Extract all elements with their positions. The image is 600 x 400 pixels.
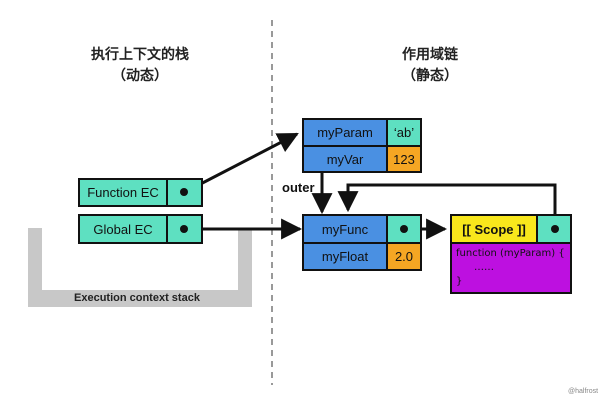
stack-label: Execution context stack [74, 292, 200, 304]
code-line-1: function (myParam) { [456, 248, 565, 259]
global-ec-pointer-dot [180, 225, 188, 233]
function-code-box [450, 242, 572, 294]
var-name-myvar: myVar [302, 145, 388, 173]
global-ec-label: Global EC [78, 214, 168, 244]
var-name-myfunc: myFunc [302, 214, 388, 244]
function-ec-pointer-dot [180, 188, 188, 196]
code-line-3: } [456, 276, 463, 287]
scope-slot-label: [[ Scope ]] [450, 214, 538, 244]
right-title-line2: （静态） [402, 67, 458, 83]
function-code: function (myParam) { …… } [456, 247, 565, 289]
watermark: @halfrost [568, 388, 599, 395]
myfunc-pointer-dot [400, 225, 408, 233]
stack-container [28, 228, 252, 307]
var-name-myfloat: myFloat [302, 242, 388, 271]
left-title-line2: （动态） [112, 67, 168, 83]
var-value-myparam: ‘ab’ [386, 118, 422, 147]
left-title-line1: 执行上下文的栈 [91, 46, 189, 62]
right-title: 作用域链 （静态） [370, 44, 490, 86]
code-line-2: …… [474, 262, 494, 273]
left-title: 执行上下文的栈 （动态） [60, 44, 220, 86]
arrow-scope-to-global-env [337, 183, 557, 229]
arrow-function-ec-to-function-env [186, 132, 299, 193]
scope-pointer-dot [551, 225, 559, 233]
outer-label: outer [282, 180, 315, 195]
right-title-line1: 作用域链 [402, 46, 458, 62]
var-value-myfloat: 2.0 [386, 242, 422, 271]
var-value-myvar: 123 [386, 145, 422, 173]
function-ec-label: Function EC [78, 178, 168, 207]
var-name-myparam: myParam [302, 118, 388, 147]
